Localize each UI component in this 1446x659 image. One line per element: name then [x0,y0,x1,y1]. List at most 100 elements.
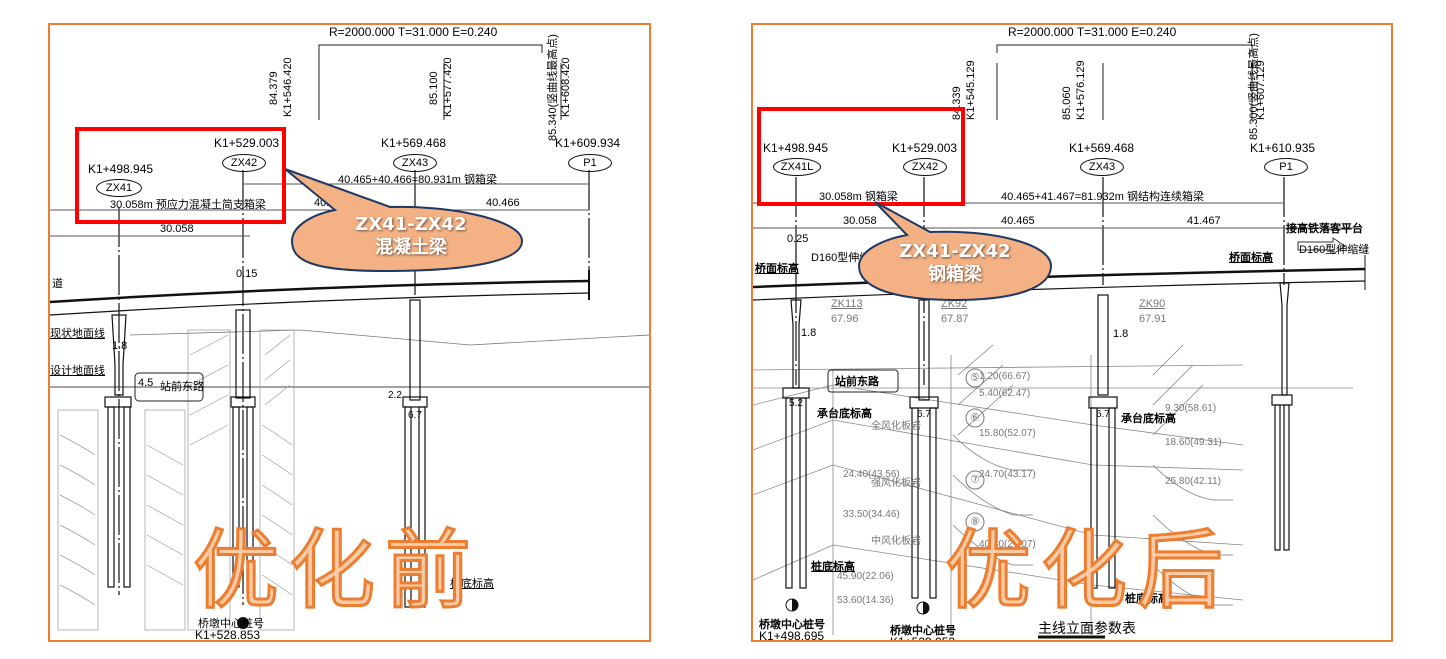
depth-10: 40.80(27.07) [979,539,1036,550]
stratum-1: 全风化板岩 [871,421,921,432]
depth-7: 24.70(43.17) [979,469,1036,480]
road-label: 道 [52,278,63,290]
highlight-box-zx41-zx42-after [757,107,965,206]
pier-tag-zx43: ZX43 [393,154,437,172]
callout-after: ZX41-ZX42 钢箱梁 [855,200,1055,305]
vc-station-2: K1+576.129 [1075,60,1087,120]
pier-tag-zx41: ZX41 [96,179,142,197]
pier-station-zx42: K1+529.003 [214,136,280,150]
big-label-before: 优化前 [192,521,481,621]
curve-params: R=2000.000 T=31.000 E=0.240 [1008,25,1177,39]
pier-station-zx43: K1+569.468 [1069,141,1135,155]
layer-6: ⑥ [970,412,980,424]
pier-tag-zx42: ZX42 [222,154,266,172]
callout-before-line1: ZX41-ZX42 [355,214,467,235]
vc-station-1: K1+546.420 [282,57,294,117]
elevation-drawing-before [50,44,649,631]
callout-bubble-shape [284,168,524,273]
dim-2-2: 2.2 [388,390,402,401]
expansion-joint-label-right: D160型伸缩缝 [1299,244,1370,256]
pier-station-zx43: K1+569.468 [381,136,447,150]
pile-bottom-label-2: 桩底标高 [1125,593,1169,605]
vc-elev-1: 84.379 [268,71,280,105]
elevation-drawing-after [753,44,1366,639]
dim-6-7-b: 6.7 [1096,409,1110,420]
depth-2: 5.40(62.47) [979,388,1031,399]
cap-bottom-label-2: 承台底标高 [1121,413,1176,425]
depth-9: 33.50(34.46) [843,509,900,520]
span-desc-2: 40.465+41.467=81.932m 钢结构连续箱梁 [1001,191,1204,203]
callout-after-line2: 钢箱梁 [928,264,982,285]
depth-5: 18.60(49.31) [1165,437,1222,448]
borehole-elev-1: 67.96 [831,313,859,325]
span-length-1: 30.058 [160,223,194,235]
design-ground-label: 设计地面线 [50,365,105,377]
depth-12: 53.60(14.36) [837,595,894,606]
span-desc-1: 30.058m 预应力混凝土简支箱梁 [110,199,266,211]
callout-bubble-shape [857,201,1053,302]
station-road-label: 站前东路 [160,381,204,393]
depth-6: 24.40(43.56) [843,469,900,480]
borehole-id-3: ZK90 [1139,298,1166,310]
vc-station-3: K1+608.420 [560,57,572,117]
clearance-dim: 4.5 [138,377,154,389]
borehole-id-2: ZK92 [941,298,968,310]
pile-bottom-label-1: 桩底标高 [811,561,855,573]
vc-elev-3: 85.340(竖曲线最高点) [547,34,559,141]
borehole-id-1: ZK113 [831,298,863,310]
borehole-elev-3: 67.91 [1139,313,1167,325]
pier-center-station-2: K1+529.053 [890,635,956,642]
pile-bottom-label: 桩底标高 [450,578,494,590]
dim-1-8: 1.8 [112,340,128,352]
vc-station-1: K1+545.129 [965,60,977,120]
callout-before: ZX41-ZX42 混凝土梁 [240,165,530,275]
pier-center-station-1: K1+498.695 [759,629,825,642]
span-length-3: 41.467 [1187,215,1221,227]
dim-5-2: 5.2 [789,398,803,409]
cap-bottom-label-1: 承台底标高 [817,408,872,420]
highlight-box-zx41-zx42-before [75,127,286,224]
pier-station-zx42: K1+529.003 [892,141,958,155]
big-label-after: 优化后 [944,521,1233,621]
layer-7: ⑦ [970,474,980,486]
pier-tag-zx43: ZX43 [1080,158,1124,176]
span-length-1: 30.058 [843,215,877,227]
dim-6-7: 6.7 [408,410,422,421]
span-desc-1: 30.058m 钢箱梁 [819,191,898,203]
depth-3: 9.30(58.61) [1165,403,1217,414]
layer-8: ⑧ [970,516,980,528]
callout-before-line2: 混凝土梁 [375,237,447,258]
callout-after-line1: ZX41-ZX42 [899,241,1011,262]
dim-6-7-a: 6.7 [917,409,931,420]
station-road-label: 站前东路 [835,376,879,388]
depth-8: 25.80(42.11) [1165,476,1221,487]
depth-4: 15.80(52.07) [979,428,1036,439]
panel-before-optimization: R=2000.000 T=31.000 E=0.240 84.379 K1+54… [48,23,651,642]
pier-station-zx41: K1+498.945 [88,162,154,176]
pier-center-label: 桥墩中心桩号 [198,618,264,630]
pier-station-p1: K1+610.935 [1250,141,1316,155]
pier-center-label-1: 桥墩中心桩号 [759,619,825,631]
stratum-2: 强风化板岩 [871,478,921,489]
dim-1-8-c: 1.8 [1113,328,1129,340]
vc-elev-2: 85.100 [428,71,440,105]
dim-1-8-a: 1.8 [801,327,817,339]
pier-station-zx41l: K1+498.945 [763,141,829,155]
depth-1: 1.20(66.67) [979,371,1031,382]
depth-11: 45.90(22.06) [837,571,894,582]
span-length-3: 40.466 [486,197,520,209]
borehole-elev-2: 67.87 [941,313,969,325]
deck-elev-label-left: 桥面标高 [755,263,799,275]
stratum-3: 中风化板岩 [871,536,921,547]
hsr-platform-label: 接高铁落客平台 [1286,223,1363,235]
curve-params: R=2000.000 T=31.000 E=0.240 [329,25,498,39]
pier-center-label-2: 桥墩中心桩号 [890,625,956,637]
pier-center-station: K1+528.853 [195,628,261,642]
deck-elev-label-right: 桥面标高 [1229,252,1273,264]
offset-dim: 0.15 [236,268,258,280]
span-length-2: 40.465 [1001,215,1035,227]
layer-5: ⑤ [970,372,980,384]
existing-ground-label: 现状地面线 [50,328,105,340]
table-title: 主线立面参数表 [1038,620,1136,636]
vc-elev-2: 85.060 [1061,86,1073,120]
